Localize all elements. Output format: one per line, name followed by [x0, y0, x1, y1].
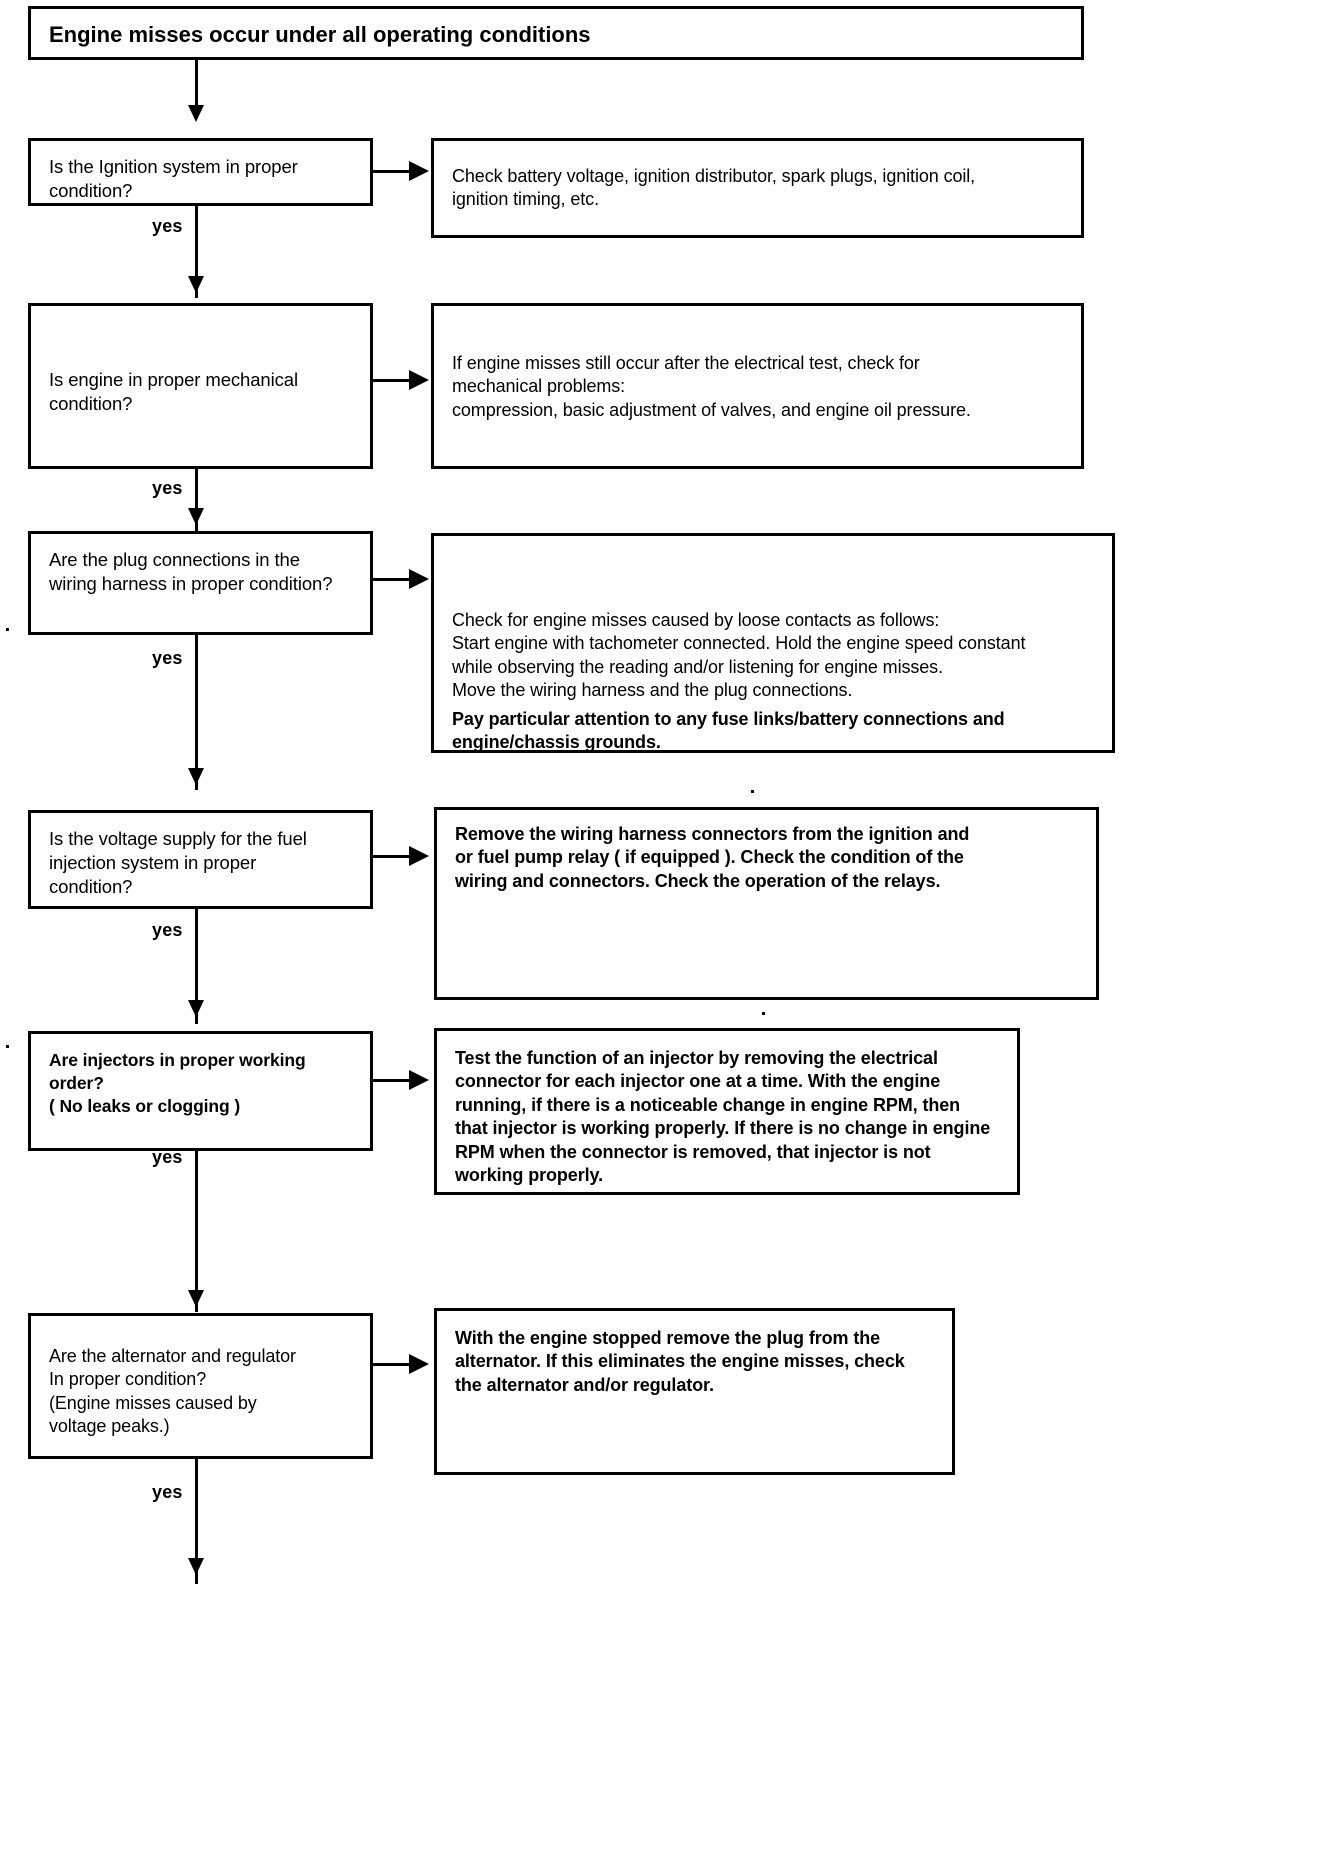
connector-step1-to-action1 — [373, 170, 423, 173]
arrow-step1-to-step2 — [188, 276, 204, 293]
connector-step3-to-action3 — [373, 578, 423, 581]
question-text: Are the plug connections in the wiring h… — [49, 549, 333, 595]
arrow-step4-to-action4 — [409, 846, 429, 866]
connector-step6-to-next — [195, 1459, 198, 1584]
question-box-ignition: Is the Ignition system in proper conditi… — [28, 138, 373, 206]
scan-speck — [6, 628, 9, 631]
yes-label-step3: yes — [152, 648, 183, 668]
arrow-step3-to-step4 — [188, 768, 204, 785]
question-box-alternator: Are the alternator and regulator In prop… — [28, 1313, 373, 1459]
action-text: Check battery voltage, ignition distribu… — [452, 166, 976, 210]
connector-step4-to-step5 — [195, 909, 198, 1024]
action-text: If engine misses still occur after the e… — [452, 353, 971, 420]
connector-step1-to-step2 — [195, 206, 198, 298]
question-box-plug-connections: Are the plug connections in the wiring h… — [28, 531, 373, 635]
action-box-voltage-supply: Remove the wiring harness connectors fro… — [434, 807, 1099, 1000]
connector-step5-to-step6 — [195, 1151, 198, 1312]
action-box-mechanical: If engine misses still occur after the e… — [431, 303, 1084, 469]
connector-step6-to-action6 — [373, 1363, 423, 1366]
action-text: Check for engine misses caused by loose … — [452, 610, 1026, 701]
question-text: Are the alternator and regulator In prop… — [49, 1346, 296, 1437]
question-text: Is the voltage supply for the fuel injec… — [49, 828, 307, 898]
arrow-step1-to-action1 — [409, 161, 429, 181]
action-box-injectors: Test the function of an injector by remo… — [434, 1028, 1020, 1195]
yes-label-step1: yes — [152, 216, 183, 236]
question-box-mechanical: Is engine in proper mechanical condition… — [28, 303, 373, 469]
action-box-plug-connections: Check for engine misses caused by loose … — [431, 533, 1115, 753]
arrow-step5-to-action5 — [409, 1070, 429, 1090]
arrow-title-to-step1 — [188, 105, 204, 122]
action-box-ignition: Check battery voltage, ignition distribu… — [431, 138, 1084, 238]
connector-step5-to-action5 — [373, 1079, 423, 1082]
yes-label-step2: yes — [152, 478, 183, 498]
scan-speck — [6, 1045, 9, 1048]
action-box-alternator: With the engine stopped remove the plug … — [434, 1308, 955, 1475]
connector-title-to-step1 — [195, 60, 198, 110]
yes-label-step4: yes — [152, 920, 183, 940]
arrow-step4-to-step5 — [188, 1000, 204, 1017]
action-text: Test the function of an injector by remo… — [455, 1048, 991, 1185]
arrow-step2-to-action2 — [409, 370, 429, 390]
action-emphasis-text: Pay particular attention to any fuse lin… — [452, 709, 1005, 753]
connector-step3-to-step4 — [195, 635, 198, 790]
arrow-step6-to-action6 — [409, 1354, 429, 1374]
action-text: With the engine stopped remove the plug … — [455, 1328, 905, 1395]
connector-step4-to-action4 — [373, 855, 423, 858]
connector-step2-to-step3 — [195, 469, 198, 531]
scan-speck — [751, 790, 754, 793]
connector-step2-to-action2 — [373, 379, 423, 382]
arrow-step2-to-step3 — [188, 508, 204, 525]
question-text: Is the Ignition system in proper conditi… — [49, 156, 298, 202]
arrow-step5-to-step6 — [188, 1290, 204, 1307]
yes-label-step6: yes — [152, 1482, 183, 1502]
yes-label-step5: yes — [152, 1147, 183, 1167]
arrow-step3-to-action3 — [409, 569, 429, 589]
page-title: Engine misses occur under all operating … — [49, 22, 591, 47]
action-text: Remove the wiring harness connectors fro… — [455, 824, 970, 891]
question-box-voltage-supply: Is the voltage supply for the fuel injec… — [28, 810, 373, 909]
flowchart-title-box: Engine misses occur under all operating … — [28, 6, 1084, 60]
question-text: Are injectors in proper working order? (… — [49, 1050, 306, 1116]
question-box-injectors: Are injectors in proper working order? (… — [28, 1031, 373, 1151]
arrow-step6-to-next — [188, 1558, 204, 1575]
scan-speck — [762, 1012, 765, 1015]
question-text: Is engine in proper mechanical condition… — [49, 369, 298, 415]
